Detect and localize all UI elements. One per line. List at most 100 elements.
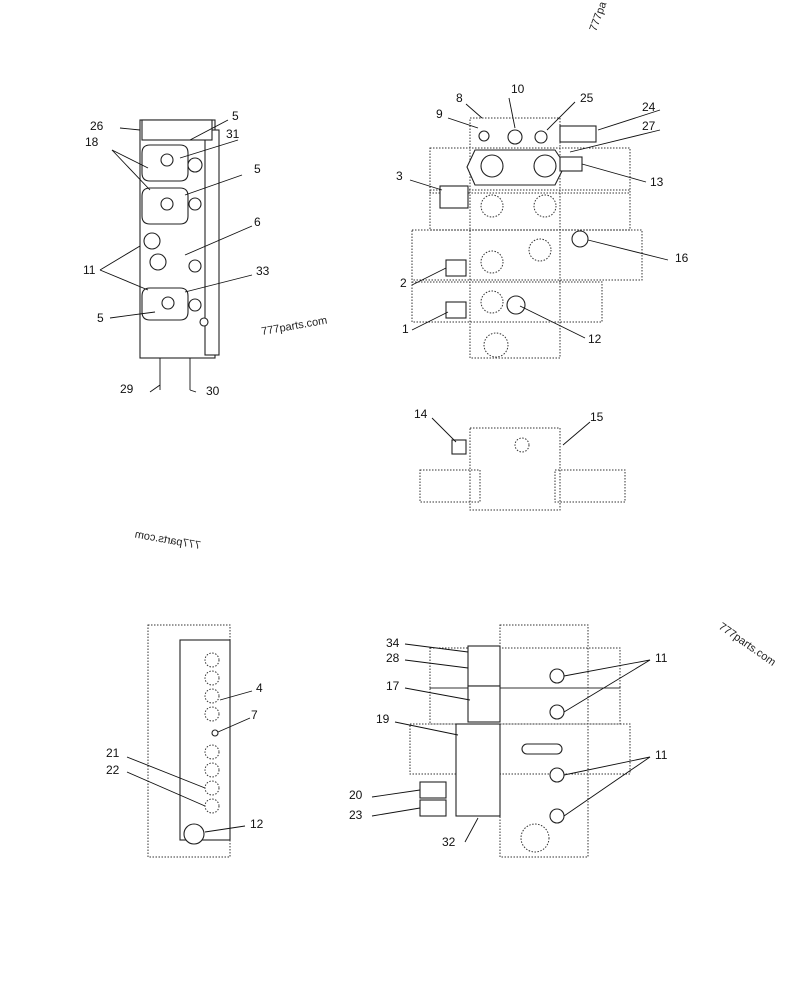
port-v2-h xyxy=(483,332,509,358)
slot-v5 xyxy=(521,743,563,755)
valve-top-cap-v1 xyxy=(141,119,213,141)
callout-3: 3 xyxy=(396,169,403,183)
port-v2-c xyxy=(480,194,504,218)
watermark-mirrored: 777parts.com xyxy=(134,529,202,552)
plug-12-v4 xyxy=(183,823,205,845)
port-v2-a xyxy=(480,154,504,178)
port-33 xyxy=(161,296,175,310)
fitting-v1-b xyxy=(188,197,202,211)
callout-17: 17 xyxy=(386,679,400,693)
port-v3 xyxy=(514,437,530,453)
view-4-side-valve xyxy=(126,624,253,858)
callout-23: 23 xyxy=(349,808,363,822)
fitting-v1-f xyxy=(188,298,202,312)
callout-7: 7 xyxy=(251,708,258,722)
port-v2-g xyxy=(480,290,504,314)
port-v2-e xyxy=(480,250,504,274)
callout-33: 33 xyxy=(256,264,270,278)
port-v2-f xyxy=(528,238,552,262)
view-3-middle-valve xyxy=(419,417,626,511)
callout-14: 14 xyxy=(414,407,428,421)
fitting-1 xyxy=(445,301,467,319)
fitting-23 xyxy=(419,799,447,817)
callout-5-c: 5 xyxy=(97,311,104,325)
fitting-24 xyxy=(559,125,597,143)
port-v2-b xyxy=(533,154,557,178)
port-5-middle xyxy=(160,197,174,211)
fitting-v4-d xyxy=(204,744,220,760)
spool-bank-v2-d xyxy=(411,281,603,323)
fitting-v4-b xyxy=(204,670,220,686)
fitting-v1-e xyxy=(188,259,202,273)
watermark-top-right: 777pa xyxy=(588,0,610,33)
callout-12-v2: 12 xyxy=(588,332,602,346)
callout-9: 9 xyxy=(436,107,443,121)
watermark-view4: 777parts.com xyxy=(716,621,777,669)
callout-6: 6 xyxy=(254,215,261,229)
callout-34: 34 xyxy=(386,636,400,650)
fitting-3 xyxy=(439,185,469,209)
callout-2: 2 xyxy=(400,276,407,290)
callout-8: 8 xyxy=(456,91,463,105)
callout-11-v5-upper: 11 xyxy=(655,651,668,665)
callout-10: 10 xyxy=(511,82,525,96)
callout-24: 24 xyxy=(642,100,656,114)
valve-column-v4 xyxy=(179,639,231,841)
callout-21: 21 xyxy=(106,746,120,760)
callout-25: 25 xyxy=(580,91,594,105)
callout-19: 19 xyxy=(376,712,390,726)
callout-28: 28 xyxy=(386,651,400,665)
plate-17 xyxy=(467,685,501,723)
valve-body-v2 xyxy=(469,117,561,359)
callout-22: 22 xyxy=(106,763,120,777)
port-11-c xyxy=(549,767,565,783)
plug-v1-c xyxy=(143,232,161,250)
fitting-4 xyxy=(204,688,220,704)
port-v2-d xyxy=(533,194,557,218)
fitting-13 xyxy=(559,156,583,172)
callout-11-v5-lower: 11 xyxy=(655,748,668,762)
fitting-v4-c xyxy=(204,706,220,722)
view-1-front-valve xyxy=(99,119,253,393)
callout-30: 30 xyxy=(206,384,220,398)
fitting-7 xyxy=(211,729,219,737)
callout-4: 4 xyxy=(256,681,263,695)
plug-25 xyxy=(534,130,548,144)
callout-27: 27 xyxy=(642,119,656,133)
callout-20: 20 xyxy=(349,788,363,802)
valve-body-v5 xyxy=(499,624,589,858)
plate-34 xyxy=(467,645,501,687)
port-12-v2 xyxy=(506,295,526,315)
port-5-upper xyxy=(160,153,174,167)
callout-15: 15 xyxy=(590,410,604,424)
callout-1: 1 xyxy=(402,322,409,336)
callout-29: 29 xyxy=(120,382,134,396)
callout-16: 16 xyxy=(675,251,689,265)
callout-32: 32 xyxy=(442,835,456,849)
view-5-rear-valve xyxy=(371,624,651,858)
fitting-v4-e xyxy=(204,762,220,778)
callout-18: 18 xyxy=(85,135,99,149)
fitting-14 xyxy=(451,439,467,455)
callout-31: 31 xyxy=(226,127,240,141)
port-11-a xyxy=(549,668,565,684)
plug-10 xyxy=(507,129,523,145)
callout-12-v4: 12 xyxy=(250,817,264,831)
callout-5-a: 5 xyxy=(232,109,239,123)
fitting-v1-g xyxy=(199,317,209,327)
plug-v1-d xyxy=(149,253,167,271)
spool-bank-v2-a xyxy=(429,147,631,194)
callout-5-b: 5 xyxy=(254,162,261,176)
watermark-view1: 777parts.com xyxy=(260,315,328,338)
spool-v3-right xyxy=(554,469,626,503)
fitting-20 xyxy=(419,781,447,799)
fitting-2 xyxy=(445,259,467,277)
plug-16 xyxy=(571,230,589,248)
spool-bank-v5-b xyxy=(429,687,621,725)
callout-11-v1: 11 xyxy=(83,263,96,277)
block-19 xyxy=(455,723,501,817)
valve-body-v3 xyxy=(469,427,561,511)
spool-bank-v5-a xyxy=(429,647,621,689)
port-11-b xyxy=(549,704,565,720)
